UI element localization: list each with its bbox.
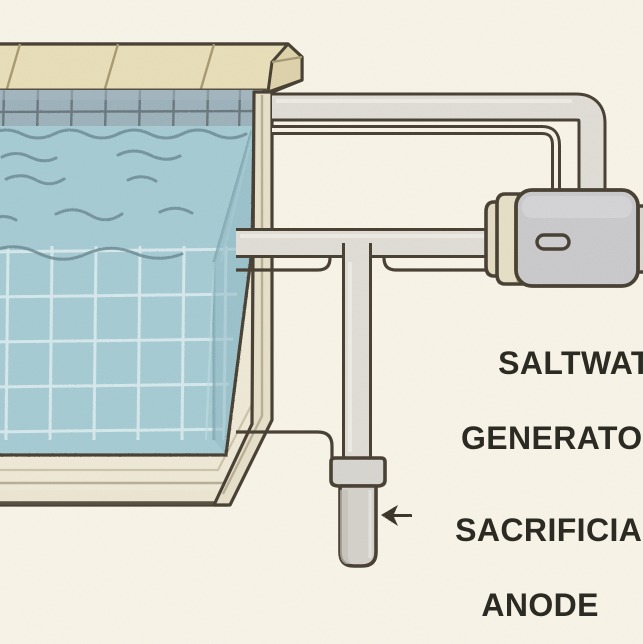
saltwater-generator-label-line1: SALTWATE — [498, 344, 643, 381]
saltwater-generator — [484, 188, 643, 288]
anode-arrow-icon — [381, 505, 412, 526]
generator-indicator-slot — [535, 233, 571, 251]
plumbing — [236, 92, 607, 462]
pool-water — [0, 126, 254, 455]
sacrificial-anode-label-line2: ANODE — [481, 587, 599, 624]
sacrificial-anode-label: SACRIFICIAL ANODE — [418, 474, 643, 644]
pool-coping — [0, 42, 304, 94]
pool-inner-wall — [212, 90, 274, 507]
saltwater-generator-label: SALTWATE GENERATO — [461, 307, 643, 534]
sacrificial-anode — [329, 456, 387, 568]
saltwater-generator-label-line2: GENERATO — [461, 420, 643, 457]
water-ripples — [0, 128, 248, 261]
sacrificial-anode-label-line1: SACRIFICIAL — [455, 511, 643, 548]
